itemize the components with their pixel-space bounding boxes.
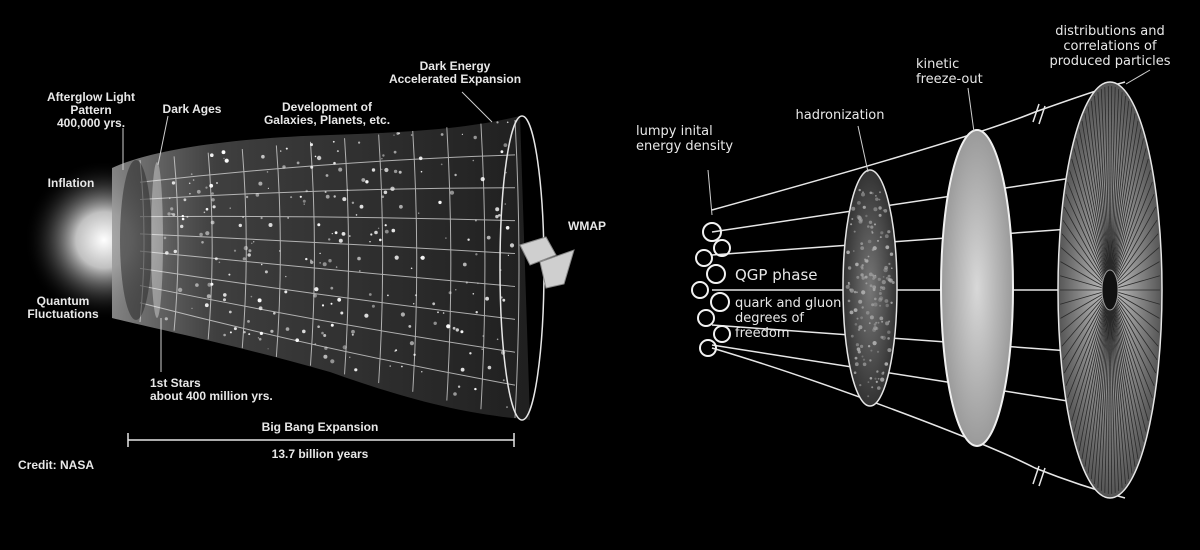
timeline-bar [127,433,515,447]
hadronization-disk [842,169,898,407]
afterglow-band [120,160,152,320]
star-field [163,121,515,409]
label-big-bang-expansion: Big Bang Expansion [261,420,379,434]
right-callout-lines [707,69,1151,216]
cone-top-edge [711,81,1126,211]
universe-expansion-cone [24,115,545,421]
particle-rays [1059,86,1161,494]
cone-body [112,116,530,420]
label-qgp-phase: QGP phase [735,266,818,284]
label-lumpy-energy-density: lumpy inital energy density [636,124,734,154]
callout-lines [122,91,493,372]
dark-ages-band [151,162,163,318]
label-credit: Credit: NASA [18,458,95,472]
label-wmap: WMAP [568,219,606,233]
label-13-7-billion-years: 13.7 billion years [271,447,369,461]
label-quark-gluon: quark and gluon degrees of freedom [735,296,842,341]
wmap-satellite-icon [519,236,575,289]
label-quantum-fluctuations: Quantum Fluctuations [27,294,99,321]
label-afterglow: Afterglow Light Pattern 400,000 yrs. [47,90,135,130]
label-hadronization: hadronization [795,108,885,123]
label-distributions: distributions and correlations of produc… [1049,24,1171,69]
label-inflation: Inflation [47,176,95,190]
cone-grid [139,119,520,419]
label-dark-energy: Dark Energy Accelerated Expansion [388,59,522,86]
kinetic-freeze-out-disk [940,129,1014,447]
axis-break-marks [1032,103,1046,487]
label-first-stars: 1st Stars about 400 million yrs. [150,376,273,403]
initial-energy-lumps [691,222,731,357]
label-kinetic-freeze-out: kinetic freeze-out [916,57,983,87]
disk-core [1101,269,1119,311]
label-development: Development of Galaxies, Planets, etc. [263,100,391,127]
label-dark-ages: Dark Ages [162,102,222,116]
hadron-dots [845,188,895,398]
